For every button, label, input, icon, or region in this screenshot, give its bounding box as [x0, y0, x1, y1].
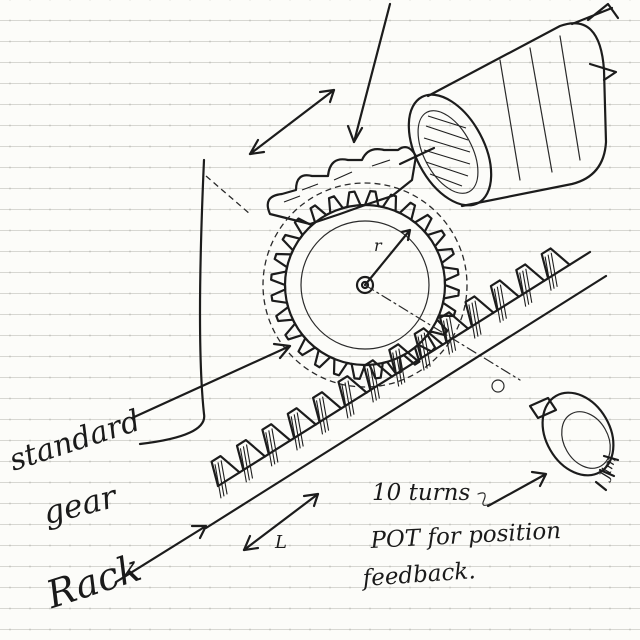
rack-hatch-stroke: [499, 284, 507, 319]
rack-hatch-stroke: [268, 430, 276, 465]
rack-hatch-stroke: [242, 446, 250, 481]
rack-hatch-stroke: [392, 352, 400, 387]
rack-hatch-stroke: [468, 304, 476, 339]
rack-hatch-stroke: [245, 444, 254, 479]
rack-hatch-stroke: [271, 428, 279, 463]
rack-hatch-stroke: [214, 464, 222, 499]
rack-hatch-stroke: [293, 414, 301, 449]
rack-drawing: [204, 247, 608, 530]
rack-hatch-stroke: [395, 350, 403, 385]
rack-hatch-stroke: [290, 416, 298, 451]
rack-hatch-stroke: [544, 256, 552, 291]
rack-leader-arrow: [114, 524, 208, 584]
pointer-arrow-top: [346, 2, 392, 144]
rack-hatch-stroke: [420, 334, 428, 369]
rack-hatch-stroke: [471, 302, 479, 337]
rack-hatch-stroke: [341, 384, 349, 419]
motion-arrow-top: [248, 88, 336, 156]
rack-hatch-stroke: [423, 332, 431, 367]
rack-hatch-stroke: [296, 412, 304, 447]
label-radius: r: [374, 236, 382, 255]
gear-leader-line: [130, 158, 292, 446]
rack-hatch-stroke: [496, 286, 504, 321]
rack-hatch-stroke: [315, 400, 324, 435]
pinion-drawing: [266, 146, 418, 226]
rack-hatch-stroke: [519, 272, 527, 307]
rack-hatch-stroke: [442, 320, 451, 355]
rack-hatch-stroke: [525, 268, 533, 303]
rack-hatch-stroke: [398, 348, 406, 383]
label-pot-turns: 10 turns: [372, 480, 471, 506]
rack-hatch-stroke: [417, 336, 425, 371]
rack-hatch-stroke: [474, 300, 482, 335]
label-length: L: [275, 532, 287, 553]
rack-hatch-stroke: [369, 366, 377, 401]
rack-hatch-stroke: [344, 382, 352, 417]
rack-hatch-stroke: [449, 316, 457, 351]
rack-hatch-stroke: [322, 396, 330, 431]
motor-drawing: [398, 2, 620, 208]
length-arrow: [242, 492, 320, 552]
pot-pointer-arrow: [477, 470, 548, 508]
rack-hatch-stroke: [547, 254, 555, 289]
rack-hatch-stroke: [217, 462, 225, 497]
rack-hatch-stroke: [366, 368, 374, 403]
rack-hatch-stroke: [522, 270, 530, 305]
rack-hatch-stroke: [319, 398, 327, 433]
rack-hatch-stroke: [220, 460, 228, 495]
pot-drawing: [528, 391, 620, 492]
rack-hatch-stroke: [347, 380, 355, 415]
rack-hatch-stroke: [446, 318, 454, 353]
rack-hatch-stroke: [372, 364, 380, 399]
rack-hatch-stroke: [239, 448, 247, 483]
rack-hatch-stroke: [265, 432, 273, 467]
rack-hatch-stroke: [550, 252, 558, 287]
rack-hatch-stroke: [493, 288, 501, 323]
dashed-guide: [205, 175, 251, 215]
